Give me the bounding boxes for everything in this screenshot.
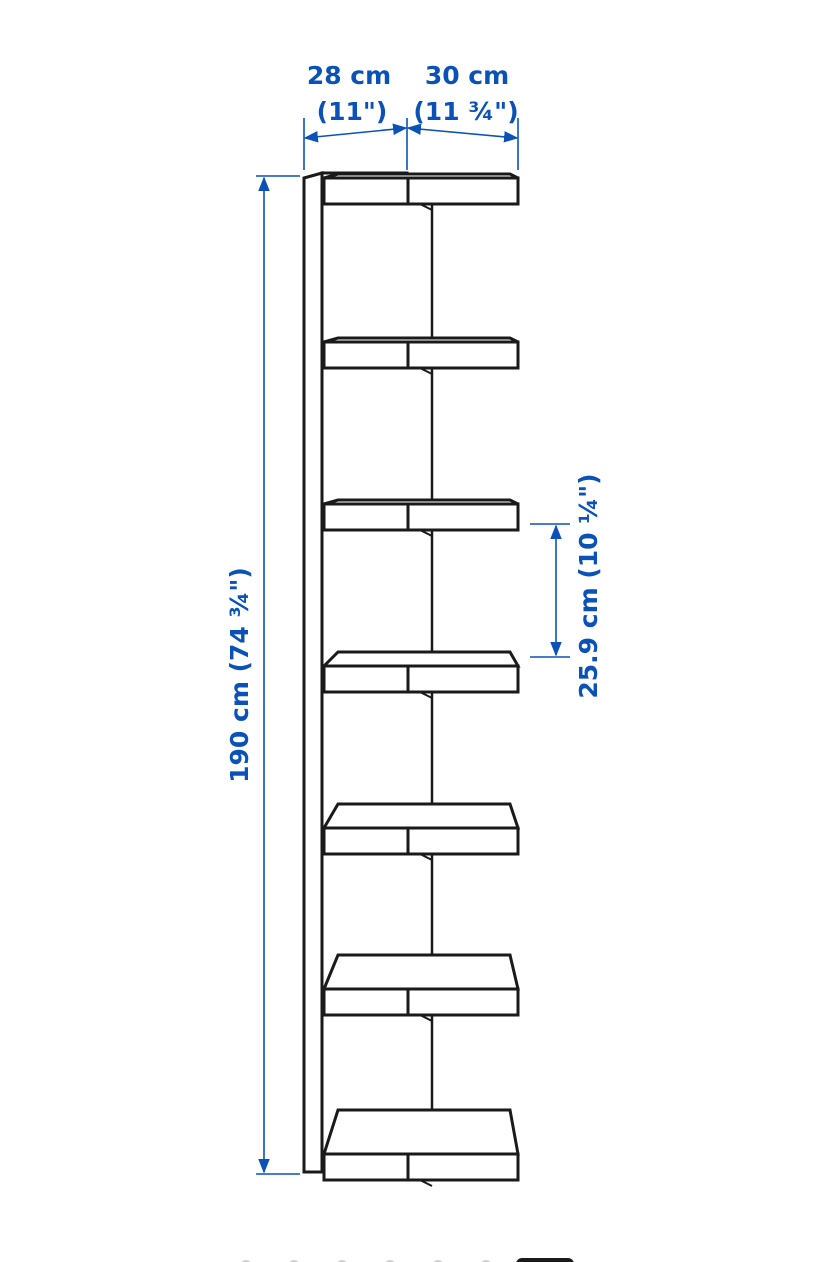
shelf-right-front xyxy=(406,176,520,206)
shelf-top-face xyxy=(321,953,520,991)
shelf xyxy=(321,802,521,861)
depth-right-metric-label: 30 cm xyxy=(425,61,509,90)
shelf-underside-edge xyxy=(419,1179,433,1187)
dimension-lines xyxy=(256,118,570,1175)
shelf-top-face xyxy=(321,802,521,830)
height-label: 190 cm (74 ¾") xyxy=(225,567,254,783)
depth-left-imperial-label: (11") xyxy=(317,97,388,126)
shelf xyxy=(320,650,521,699)
shelf-left-front xyxy=(322,502,410,532)
shelf xyxy=(321,953,520,1022)
shelf-right-front xyxy=(406,340,520,370)
shelf-right-front xyxy=(406,502,520,532)
shelf-left-front xyxy=(322,664,410,694)
dimension-labels: 28 cm (11") 30 cm (11 ¾") 190 cm (74 ¾")… xyxy=(225,61,603,783)
shelf-left-front xyxy=(322,1152,410,1182)
depth-left-metric-label: 28 cm xyxy=(307,61,391,90)
shelf-top-face xyxy=(321,1108,520,1156)
shelf xyxy=(322,336,520,375)
shelf-left-front xyxy=(322,176,410,206)
shelf-underside-edge xyxy=(419,367,433,375)
shelf-right-front xyxy=(406,664,520,694)
shelf-top-face xyxy=(320,650,521,668)
depth-left-dimension-line xyxy=(303,123,408,143)
shelf-right-front xyxy=(406,987,520,1017)
shelf-top-face xyxy=(323,498,519,506)
shelf-left-front xyxy=(322,987,410,1017)
shelf-underside-edge xyxy=(419,203,433,211)
shelf-right-front xyxy=(406,826,520,856)
shelf xyxy=(321,1108,520,1187)
shelf-unit xyxy=(302,171,521,1187)
shelf-right-front xyxy=(406,1152,520,1182)
image-pagination xyxy=(241,1258,574,1262)
shelf-top-face xyxy=(323,172,519,180)
shelf-spacing-label: 25.9 cm (10 ¼") xyxy=(574,473,603,698)
shelf-underside-edge xyxy=(419,1014,433,1022)
shelf-left-front xyxy=(322,340,410,370)
shelf-underside-edge xyxy=(419,691,433,699)
shelf xyxy=(322,172,520,211)
shelf-left-front xyxy=(322,826,410,856)
shelf-underside-edge xyxy=(419,853,433,861)
upright-side-face xyxy=(302,171,324,1174)
pagination-dot-active[interactable] xyxy=(516,1258,574,1262)
depth-right-imperial-label: (11 ¾") xyxy=(413,97,518,126)
shelf-top-face xyxy=(323,336,519,344)
shelf xyxy=(322,498,520,537)
depth-right-dimension-line xyxy=(406,123,519,143)
shelf-underside-edge xyxy=(419,529,433,537)
